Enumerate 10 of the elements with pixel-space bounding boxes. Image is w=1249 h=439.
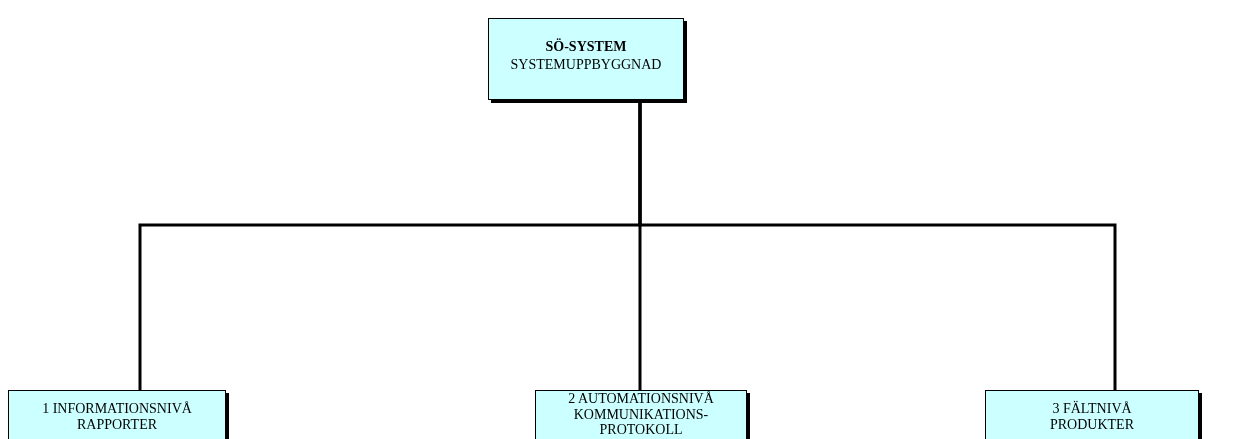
- node-label: SYSTEMUPPBYGGNAD: [510, 56, 662, 73]
- node-label: 2 AUTOMATIONSNIVÅ KOMMUNIKATIONS- PROTOKOLL: [567, 391, 715, 438]
- connector-line: [638, 101, 1117, 390]
- process-box: [535, 390, 747, 439]
- node-title: SÖ-SYSTEM: [545, 39, 627, 55]
- process-box: [985, 390, 1199, 439]
- node-label: 1 INFORMATIONSNIVÅ RAPPORTER: [41, 401, 193, 433]
- node-label: 3 FÄLTNIVÅ PRODUKTER: [1049, 401, 1135, 433]
- process-box: [8, 390, 226, 439]
- process-box: [488, 18, 684, 100]
